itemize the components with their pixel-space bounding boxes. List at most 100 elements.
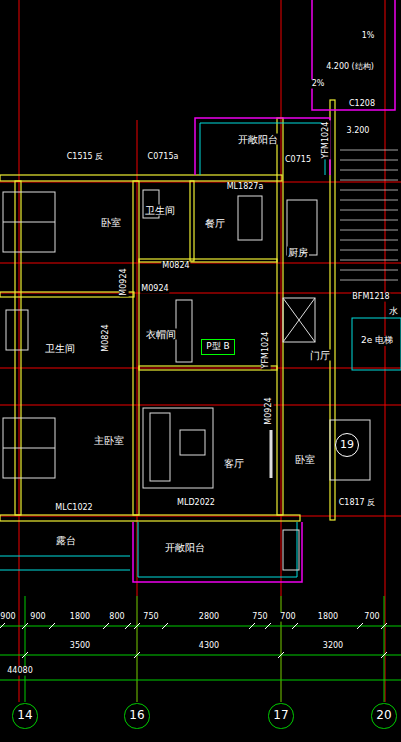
plan-label: 卧室 — [294, 454, 316, 465]
dimension-tick — [265, 623, 271, 629]
axis-bubble: 16 — [124, 703, 149, 728]
plan-label: BFM1218 — [351, 293, 390, 302]
axis-bubble: 20 — [371, 703, 396, 728]
plan-label: 750 — [251, 613, 268, 622]
plan-label: 750 — [142, 613, 159, 622]
grid-lines — [0, 0, 401, 702]
plan-label: MLC1022 — [54, 504, 93, 513]
stair-tread — [340, 260, 398, 261]
door-code: YFM1024 — [262, 331, 271, 370]
stair-tread — [340, 270, 398, 271]
dimension-tick — [0, 623, 5, 629]
dimension-tick — [249, 623, 255, 629]
stair-tread — [340, 210, 398, 211]
dimension-tick — [381, 623, 387, 629]
stair-tread — [340, 200, 398, 201]
plan-label: 3500 — [69, 642, 91, 651]
plan-label: 开敞阳台 — [164, 542, 206, 553]
plan-label: 700 — [363, 613, 380, 622]
axis-bubble: 14 — [12, 703, 37, 728]
door-code: M0924 — [120, 267, 129, 296]
plan-label: C0715 — [284, 156, 312, 165]
dimension-tick — [357, 623, 363, 629]
node-text: 19 — [340, 439, 354, 451]
plan-label: C0715a — [147, 153, 180, 162]
axis-bubble: 17 — [268, 703, 293, 728]
door-code: M0824 — [102, 323, 111, 352]
plan-label: 客厅 — [223, 458, 245, 469]
plan-label: C1515 反 — [66, 153, 105, 162]
plan-label: 露台 — [55, 535, 77, 546]
plan-label: 3200 — [322, 642, 344, 651]
plan-label: 主卧室 — [93, 435, 125, 446]
dimension-tick — [134, 623, 140, 629]
plan-label: 44080 — [6, 667, 33, 676]
node-text: 17 — [273, 709, 288, 722]
stair-tread — [340, 250, 398, 251]
type-tag: P型 B — [201, 339, 234, 355]
door-code: M0924 — [265, 396, 274, 425]
plan-label: MLD2022 — [176, 499, 216, 508]
dimension-tick — [292, 623, 298, 629]
plan-label: 卫生间 — [44, 343, 76, 354]
plan-label: 900 — [29, 613, 46, 622]
plan-label: M0924 — [140, 285, 169, 294]
plan-label: M0824 — [161, 262, 190, 271]
plan-label: 卫生间 — [144, 205, 176, 216]
stair-tread — [340, 220, 398, 221]
dimension-tick — [22, 652, 28, 658]
plan-label: 水 — [388, 307, 399, 317]
plan-label: 开敞阳台 — [237, 134, 279, 145]
node-text: 14 — [17, 709, 32, 722]
plan-label: 4.200 (结构) — [325, 63, 375, 72]
plan-label: 900 — [0, 613, 17, 622]
plan-label: 700 — [279, 613, 296, 622]
stair-tread — [340, 150, 398, 151]
dimension-lines — [0, 596, 401, 702]
plan-label: 2800 — [198, 613, 220, 622]
dimension-tick — [278, 652, 284, 658]
door-code: YFM1024 — [322, 121, 331, 160]
plan-label: 1% — [361, 32, 376, 41]
plan-label: 厨房 — [287, 247, 309, 258]
dimension-tick — [162, 623, 168, 629]
plan-label: 衣帽间 — [145, 329, 177, 340]
plan-label: 2% — [311, 80, 326, 89]
dimension-tick — [103, 623, 109, 629]
plan-label: 卧室 — [100, 217, 122, 228]
stair-tread — [340, 170, 398, 171]
plan-label: C1817 反 — [338, 499, 377, 508]
dimension-tick — [134, 652, 140, 658]
plan-label: 1800 — [69, 613, 91, 622]
dimension-ticks — [0, 623, 387, 658]
dimension-tick — [49, 623, 55, 629]
plan-label: 4300 — [198, 642, 220, 651]
stair-treads — [340, 150, 398, 280]
plan-label: 2e 电梯 — [360, 336, 394, 346]
balconies — [133, 0, 395, 582]
plan-label: C1208 — [348, 100, 376, 109]
walls — [0, 100, 335, 521]
stair-tread — [340, 190, 398, 191]
plan-label: 800 — [108, 613, 125, 622]
plan-label: 3.200 — [346, 127, 371, 136]
node-text: 16 — [129, 709, 144, 722]
stair-tread — [340, 240, 398, 241]
plan-label: ML1827a — [226, 183, 265, 192]
dimension-tick — [125, 623, 131, 629]
stair-tread — [340, 280, 398, 281]
node-text: P型 B — [206, 342, 229, 352]
plan-label: 门厅 — [309, 350, 331, 361]
stair-tread — [340, 230, 398, 231]
glazing — [0, 123, 401, 577]
plan-label: 餐厅 — [204, 218, 226, 229]
stair-tread — [340, 180, 398, 181]
dimension-tick — [22, 623, 28, 629]
plan-label: 1800 — [317, 613, 339, 622]
furniture — [3, 190, 370, 570]
node-text: 20 — [376, 709, 391, 722]
stair-tread — [340, 160, 398, 161]
axis-bubble: 19 — [335, 433, 359, 457]
dimension-tick — [381, 652, 387, 658]
